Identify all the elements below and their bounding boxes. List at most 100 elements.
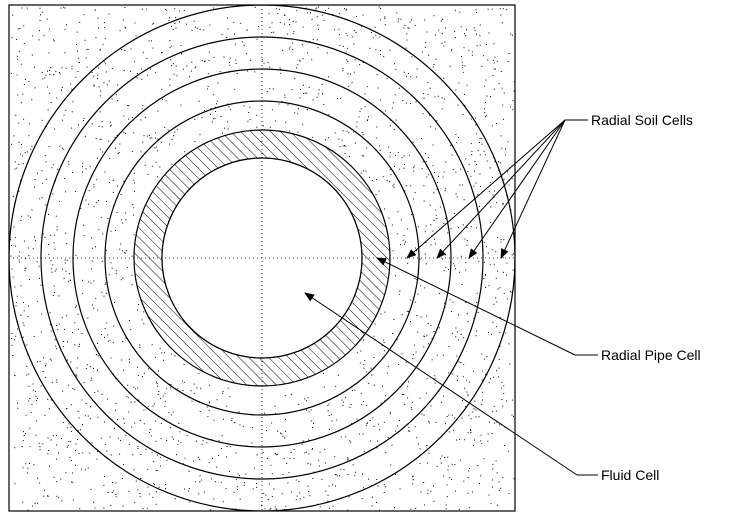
soil-speckle-dot xyxy=(14,447,16,449)
soil-speckle-dot xyxy=(64,328,65,330)
soil-speckle-dot xyxy=(147,173,149,175)
soil-speckle-dot xyxy=(468,507,470,509)
soil-speckle-dot xyxy=(67,359,68,361)
soil-speckle-dot xyxy=(413,167,415,169)
soil-speckle-dot xyxy=(35,420,37,422)
soil-speckle-dot xyxy=(58,323,60,325)
soil-speckle-dot xyxy=(476,330,478,332)
soil-speckle-dot xyxy=(213,7,215,9)
soil-speckle-dot xyxy=(428,174,430,176)
soil-speckle-dot xyxy=(308,411,310,413)
soil-speckle-dot xyxy=(458,314,459,316)
soil-speckle-dot xyxy=(362,134,364,136)
soil-speckle-dot xyxy=(229,64,231,66)
soil-speckle-dot xyxy=(159,166,161,168)
soil-speckle-dot xyxy=(494,56,496,58)
soil-speckle-dot xyxy=(84,469,86,471)
soil-speckle-dot xyxy=(120,49,122,51)
soil-speckle-dot xyxy=(429,87,431,89)
radial-soil-cells-label: Radial Soil Cells xyxy=(591,112,693,128)
soil-speckle-dot xyxy=(347,86,349,87)
soil-speckle-dot xyxy=(89,366,91,368)
soil-speckle-dot xyxy=(56,325,58,326)
soil-speckle-dot xyxy=(443,171,445,173)
soil-speckle-dot xyxy=(472,491,474,493)
soil-speckle-dot xyxy=(102,151,103,153)
soil-speckle-dot xyxy=(424,336,426,338)
soil-speckle-dot xyxy=(177,388,179,390)
soil-speckle-dot xyxy=(75,464,76,466)
soil-speckle-dot xyxy=(27,215,29,217)
soil-speckle-dot xyxy=(460,362,462,363)
soil-speckle-dot xyxy=(352,464,354,466)
soil-speckle-dot xyxy=(261,59,263,61)
soil-speckle-dot xyxy=(282,435,284,437)
soil-speckle-dot xyxy=(318,89,320,91)
soil-speckle-dot xyxy=(471,51,473,53)
soil-speckle-dot xyxy=(235,508,237,510)
soil-speckle-dot xyxy=(389,49,391,51)
soil-speckle-dot xyxy=(380,19,382,21)
soil-speckle-dot xyxy=(400,244,401,246)
soil-speckle-dot xyxy=(299,97,301,99)
soil-speckle-dot xyxy=(171,414,173,416)
soil-speckle-dot xyxy=(395,430,397,432)
soil-speckle-dot xyxy=(105,71,107,73)
soil-speckle-dot xyxy=(439,458,441,460)
soil-speckle-dot xyxy=(381,345,383,347)
soil-speckle-dot xyxy=(476,33,477,35)
soil-speckle-dot xyxy=(379,99,381,101)
soil-speckle-dot xyxy=(23,324,25,326)
soil-speckle-dot xyxy=(360,25,362,27)
soil-speckle-dot xyxy=(371,496,373,498)
soil-speckle-texture xyxy=(10,6,515,511)
soil-speckle-dot xyxy=(227,121,229,123)
soil-speckle-dot xyxy=(431,338,433,340)
soil-speckle-dot xyxy=(71,68,73,70)
soil-speckle-dot xyxy=(353,43,355,45)
soil-speckle-dot xyxy=(411,19,412,21)
soil-speckle-dot xyxy=(131,426,133,428)
soil-speckle-dot xyxy=(492,468,494,470)
soil-speckle-dot xyxy=(490,222,492,223)
soil-speckle-dot xyxy=(426,31,428,33)
soil-speckle-dot xyxy=(133,172,135,174)
soil-speckle-dot xyxy=(153,22,155,24)
soil-speckle-dot xyxy=(78,346,80,347)
soil-speckle-dot xyxy=(349,440,351,442)
soil-speckle-dot xyxy=(493,190,495,192)
soil-speckle-dot xyxy=(343,469,345,471)
soil-speckle-dot xyxy=(32,505,33,507)
soil-speckle-dot xyxy=(493,62,495,64)
soil-speckle-dot xyxy=(37,361,38,363)
soil-speckle-dot xyxy=(27,467,29,469)
soil-speckle-dot xyxy=(481,353,483,355)
soil-speckle-dot xyxy=(384,24,386,25)
soil-speckle-dot xyxy=(454,31,456,33)
soil-speckle-dot xyxy=(22,501,24,503)
soil-speckle-dot xyxy=(439,206,441,208)
soil-speckle-dot xyxy=(469,468,470,469)
soil-speckle-dot xyxy=(157,150,159,152)
soil-speckle-dot xyxy=(427,82,429,84)
soil-speckle-dot xyxy=(188,488,190,489)
soil-speckle-dot xyxy=(48,52,50,54)
soil-speckle-dot xyxy=(318,93,320,95)
soil-speckle-dot xyxy=(410,102,412,104)
soil-speckle-dot xyxy=(499,424,501,426)
soil-speckle-dot xyxy=(473,444,474,446)
soil-speckle-dot xyxy=(133,469,135,471)
soil-speckle-dot xyxy=(94,9,96,11)
soil-speckle-dot xyxy=(271,32,273,33)
soil-speckle-dot xyxy=(119,453,121,455)
soil-speckle-dot xyxy=(476,302,478,303)
soil-speckle-dot xyxy=(122,369,124,371)
soil-speckle-dot xyxy=(496,410,498,412)
soil-speckle-dot xyxy=(194,67,196,69)
soil-speckle-dot xyxy=(315,8,317,10)
soil-speckle-dot xyxy=(508,184,510,186)
soil-speckle-dot xyxy=(112,342,114,344)
soil-speckle-dot xyxy=(405,241,406,243)
soil-speckle-dot xyxy=(134,182,135,184)
soil-speckle-dot xyxy=(96,458,98,460)
